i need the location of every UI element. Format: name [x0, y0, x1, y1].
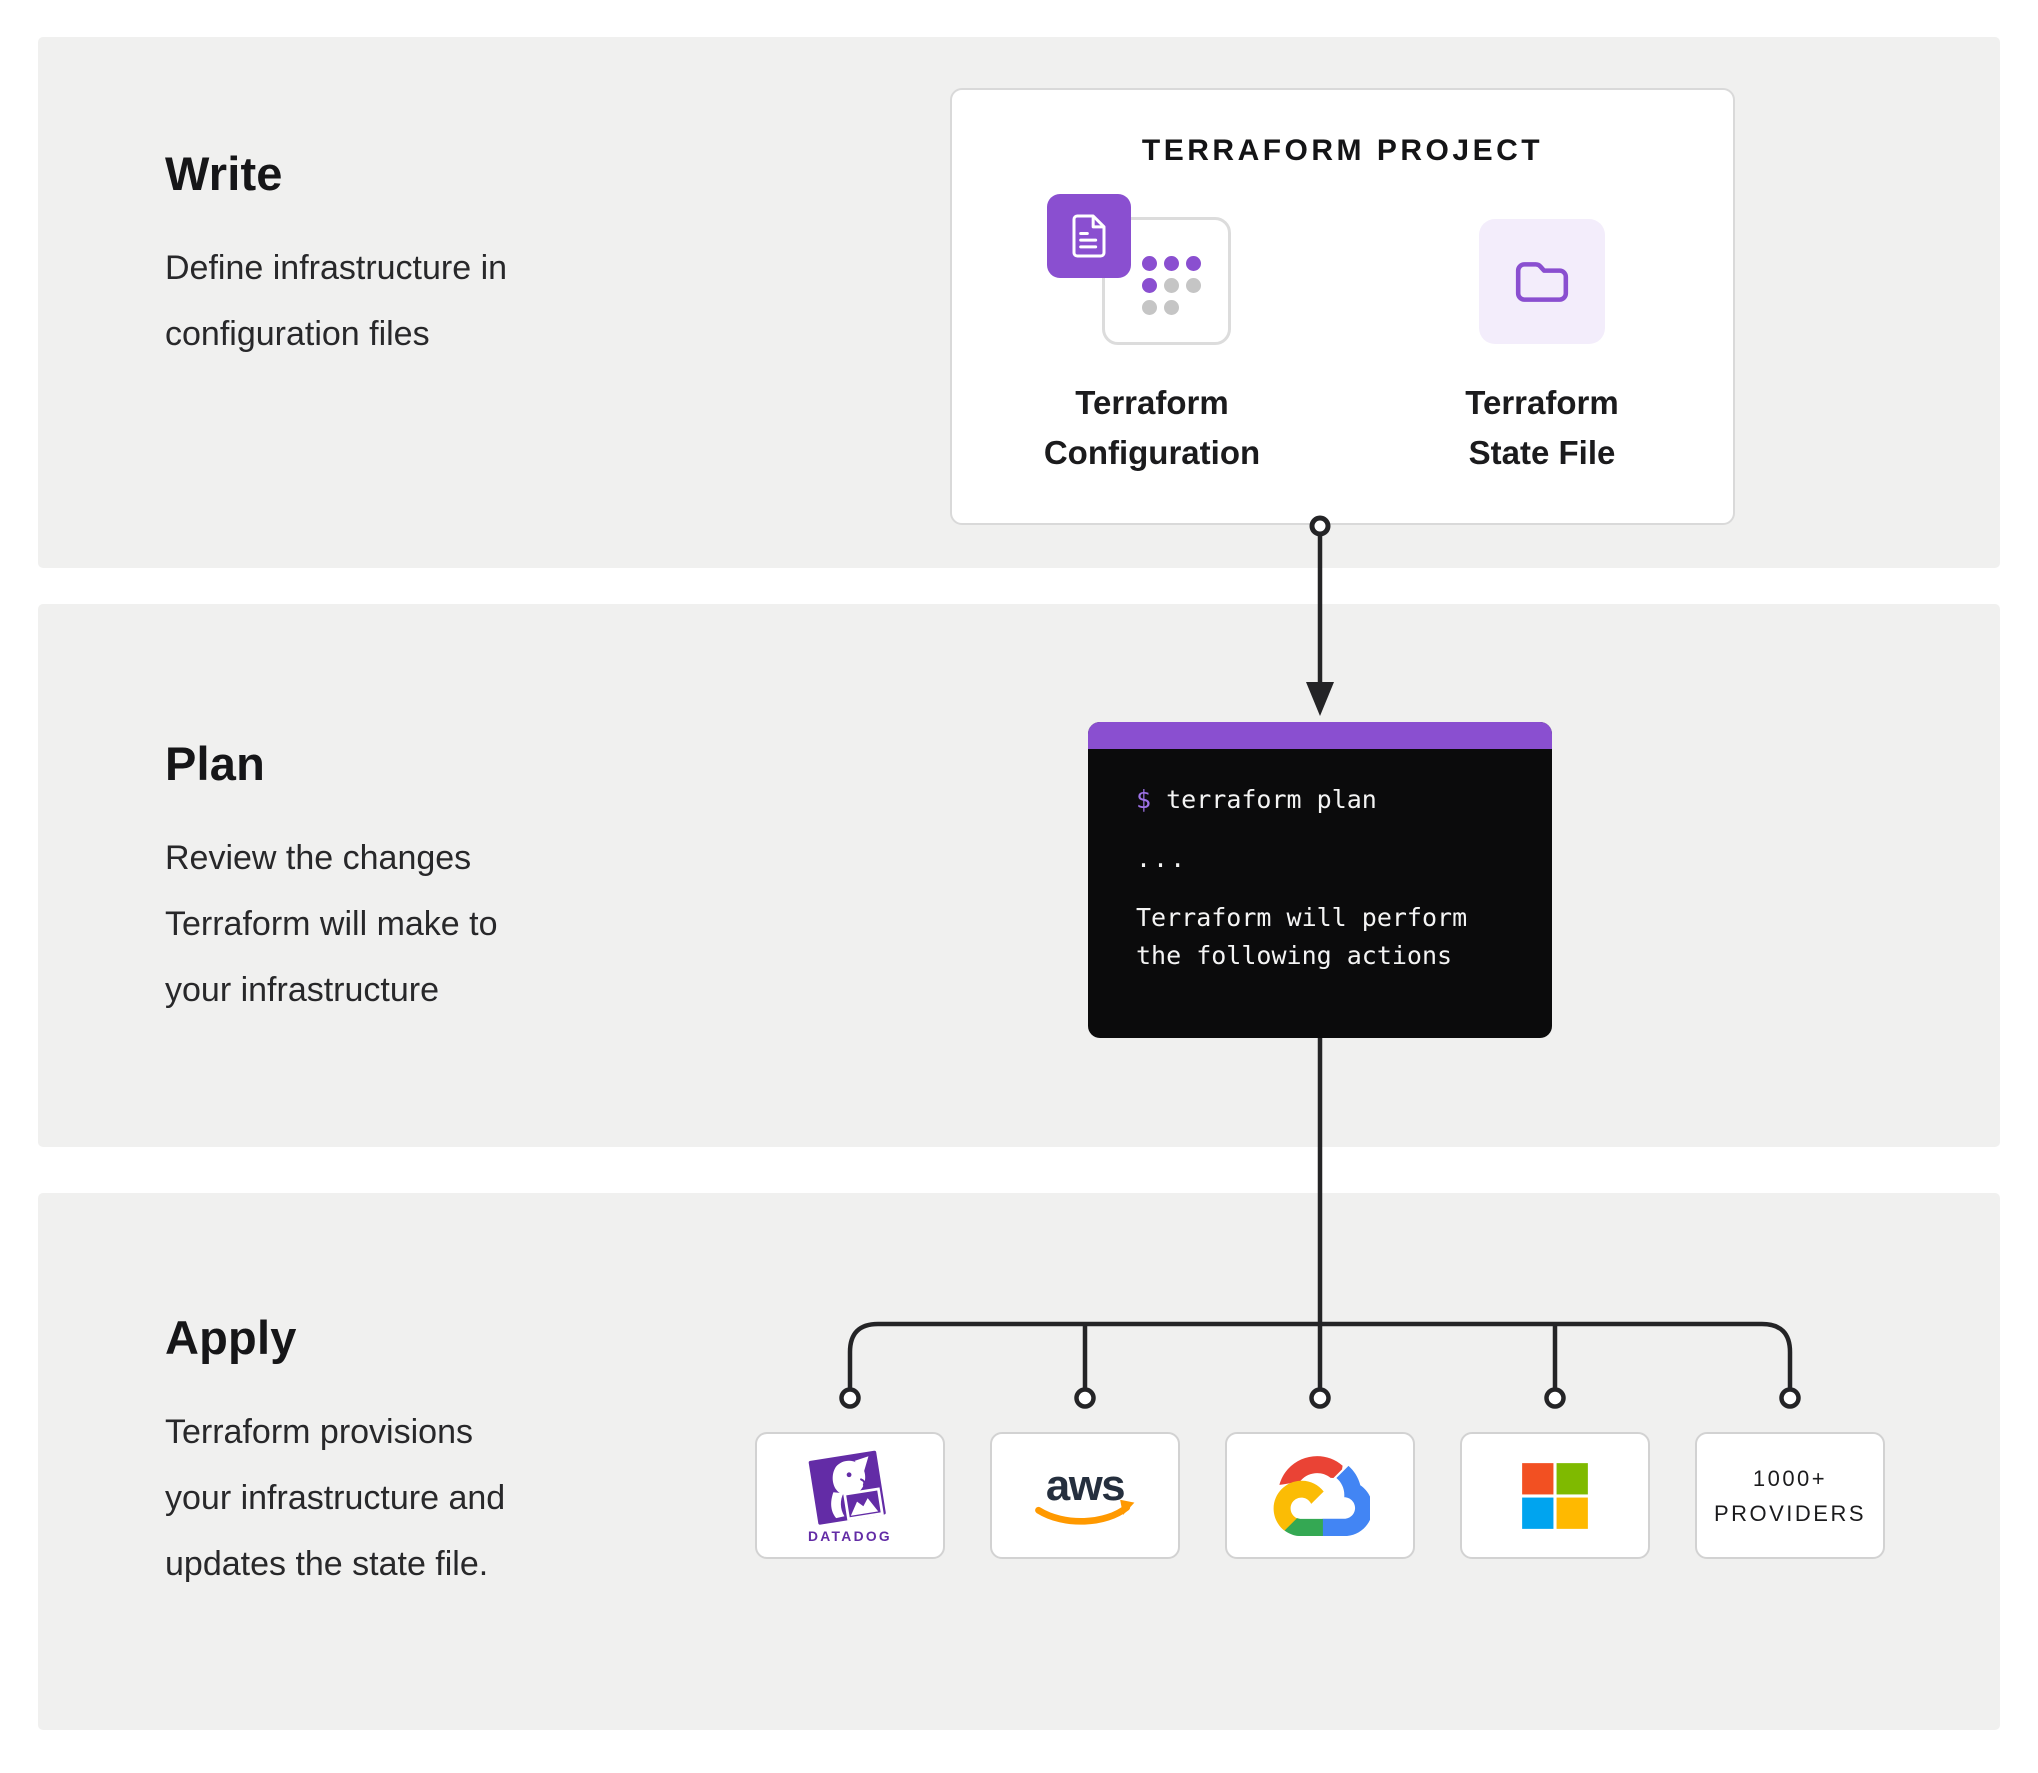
providers-count-label: 1000+ PROVIDERS — [1713, 1465, 1867, 1526]
config-dots-grid — [1142, 256, 1201, 315]
terraform-configuration-label: Terraform Configuration — [1043, 384, 1261, 471]
plan-description: Review the changes Terraform will make t… — [165, 825, 498, 1023]
google-cloud-logo — [1273, 1455, 1370, 1536]
terminal-prompt: $ — [1136, 785, 1152, 814]
terminal-titlebar — [1088, 722, 1552, 749]
provider-card-google-cloud — [1225, 1432, 1415, 1559]
apply-description: Terraform provisions your infrastructure… — [165, 1399, 505, 1597]
terraform-state-file-item: Terraform State File — [1392, 90, 1692, 523]
write-description-line: Define infrastructure in — [165, 249, 508, 287]
plan-description-line: Review the changes — [165, 839, 472, 877]
document-icon — [1047, 194, 1131, 278]
terminal-command-line: $ terraform plan — [1136, 785, 1552, 814]
terminal-command: terraform plan — [1166, 785, 1377, 814]
apply-heading: Apply — [165, 1311, 297, 1364]
terraform-state-file-label: Terraform State File — [1465, 384, 1619, 471]
plan-description-line: your infrastructure — [165, 971, 439, 1009]
terminal-output: Terraform will perform the following act… — [1136, 903, 1468, 970]
provider-card-datadog: DATADOG — [755, 1432, 945, 1559]
write-description-line: configuration files — [165, 315, 430, 353]
terraform-configuration-icon — [1047, 194, 1232, 346]
apply-stage-text: Apply Terraform provisions your infrastr… — [165, 1310, 505, 1597]
plan-section-panel — [38, 604, 2000, 1147]
aws-logo: aws — [1035, 1460, 1135, 1525]
terminal-ellipsis: ... — [1136, 844, 1188, 873]
project-card-title: TERRAFORM PROJECT — [1141, 134, 1544, 167]
write-stage-text: Write Define infrastructure in configura… — [165, 146, 507, 367]
folder-icon — [1515, 261, 1569, 302]
write-heading: Write — [165, 147, 283, 200]
write-description: Define infrastructure in configuration f… — [165, 235, 507, 367]
apply-description-line: Terraform provisions — [165, 1413, 473, 1451]
terraform-state-icon — [1479, 219, 1605, 344]
microsoft-logo — [1522, 1462, 1588, 1529]
datadog-logo: DATADOG — [808, 1450, 892, 1544]
datadog-wordmark: DATADOG — [808, 1528, 892, 1544]
terraform-project-card: TERRAFORM PROJECT — [950, 88, 1735, 525]
provider-card-aws: aws — [990, 1432, 1180, 1559]
provider-card-microsoft — [1460, 1432, 1650, 1559]
plan-stage-text: Plan Review the changes Terraform will m… — [165, 736, 498, 1023]
plan-heading: Plan — [165, 737, 266, 790]
plan-description-line: Terraform will make to — [165, 905, 498, 943]
terminal-body: $ terraform plan ... Terraform will perf… — [1088, 749, 1552, 975]
aws-wordmark: aws — [1046, 1460, 1124, 1509]
apply-description-line: your infrastructure and — [165, 1479, 506, 1517]
terminal-window: $ terraform plan ... Terraform will perf… — [1088, 722, 1552, 1038]
terraform-configuration-item: Terraform Configuration — [1002, 90, 1302, 523]
provider-card-more-providers: 1000+ PROVIDERS — [1695, 1432, 1885, 1559]
apply-description-line: updates the state file. — [165, 1545, 489, 1583]
